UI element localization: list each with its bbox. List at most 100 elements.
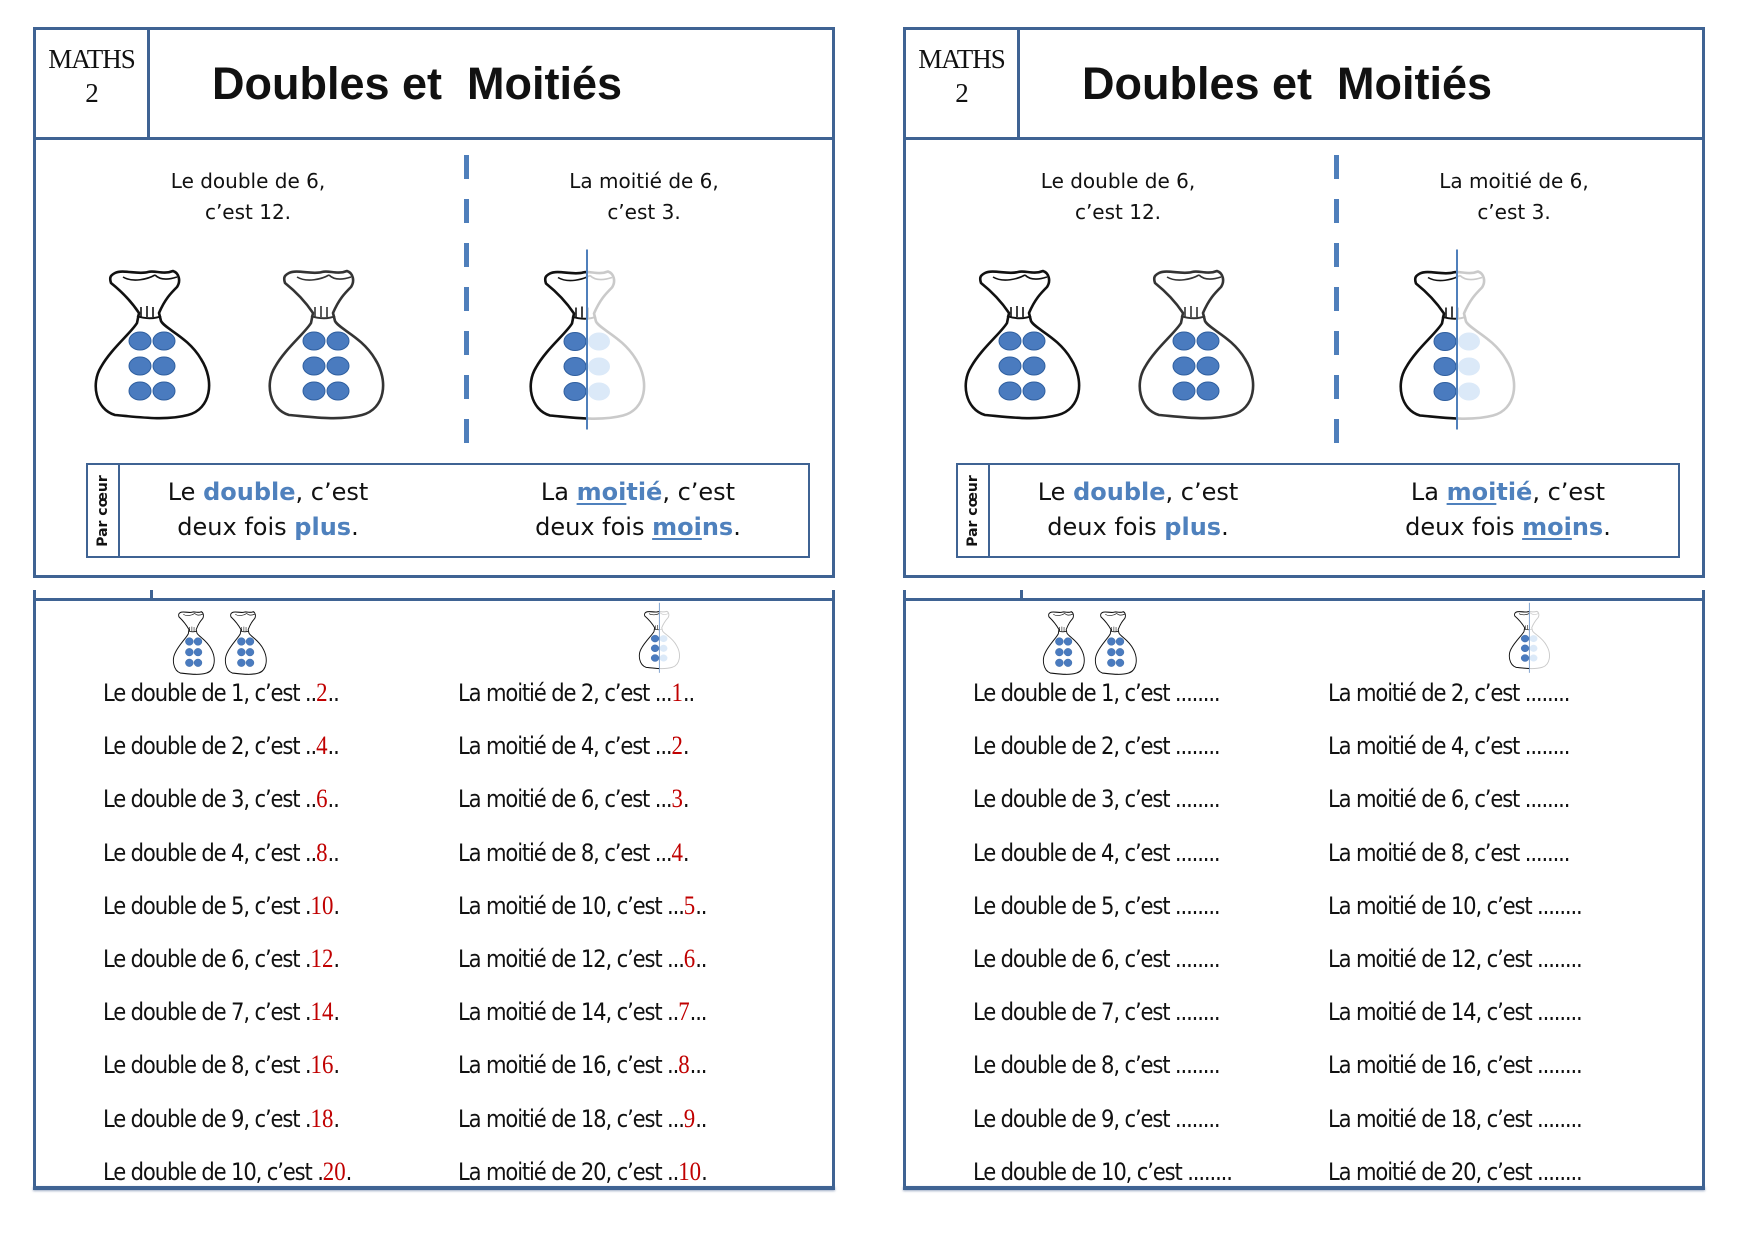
question-text: Le double de 5, c’est . (103, 891, 312, 920)
half-example-line2: c’est 3. (1477, 200, 1551, 224)
lesson-panel: MATHS 2 Doubles et Moitiés Le double de … (33, 27, 835, 578)
question-text: La moitié de 8, c’est ........ (1328, 838, 1570, 867)
answer-field[interactable]: 5 (683, 890, 696, 920)
rule-keyword: plus (294, 513, 352, 541)
answer-dots: . (333, 998, 340, 1027)
panel-border (33, 598, 835, 601)
half-question: La moitié de 14, c’est ..7... (458, 995, 708, 1029)
double-question: Le double de 1, c’est ........ (973, 676, 1221, 710)
rule-keyword: double (1073, 478, 1166, 506)
double-question: Le double de 2, c’est ........ (973, 729, 1221, 763)
subject-tag: MATHS 2 (36, 30, 150, 137)
half-question: La moitié de 6, c’est ........ (1328, 782, 1570, 816)
answer-field[interactable]: 4 (316, 731, 328, 761)
rule-keyword: moi (1522, 513, 1572, 541)
answer-field[interactable]: 18 (310, 1103, 334, 1133)
answer-dots: .. (695, 945, 707, 973)
question-text: La moitié de 20, c’est ........ (1328, 1157, 1583, 1186)
half-question: La moitié de 8, c’est ...4. (458, 836, 690, 870)
answer-dots: .. (682, 679, 695, 707)
half-question: La moitié de 16, c’est ..8... (458, 1048, 708, 1082)
answer-field[interactable]: 12 (310, 944, 334, 973)
question-text: La moitié de 16, c’est .. (458, 1051, 679, 1080)
double-question: Le double de 2, c’est ..4.. (103, 729, 340, 763)
double-question: Le double de 3, c’est ........ (973, 782, 1221, 816)
answer-field[interactable]: 8 (678, 1050, 690, 1080)
half-money-bag-icon (524, 245, 654, 435)
answer-dots: . (682, 732, 690, 761)
answer-field[interactable]: 8 (316, 837, 328, 867)
answer-field[interactable]: 16 (310, 1050, 334, 1080)
rule-keyword: tié (626, 478, 663, 506)
question-text: La moitié de 6, c’est ........ (1328, 785, 1570, 814)
double-question: Le double de 3, c’est ..6.. (103, 782, 340, 816)
half-question: La moitié de 2, c’est ........ (1328, 676, 1570, 710)
half-question: La moitié de 20, c’est ........ (1328, 1155, 1583, 1189)
double-question: Le double de 5, c’est .10. (103, 889, 340, 923)
page-title: Doubles et Moitiés (212, 58, 623, 109)
exercise-row: Le double de 10, c’est .20.La moitié de … (33, 1155, 835, 1208)
question-text: Le double de 2, c’est ........ (973, 732, 1221, 761)
panel-tick (150, 590, 153, 598)
answer-field[interactable]: 6 (683, 944, 696, 973)
answer-field[interactable]: 10 (678, 1156, 702, 1186)
double-example-text: Le double de 6, c’est 12. (968, 166, 1268, 228)
rule-keyword: moi (576, 478, 627, 506)
half-question: La moitié de 6, c’est ...3. (458, 782, 690, 816)
half-example-line1: La moitié de 6, (1439, 169, 1589, 193)
memorize-label-text: Par cœur (95, 474, 111, 547)
question-text: Le double de 4, c’est .. (103, 838, 317, 867)
double-rule: Le double, c’est deux fois plus. (1008, 475, 1268, 545)
answer-field[interactable]: 9 (683, 1103, 696, 1133)
question-text: Le double de 10, c’est ........ (973, 1157, 1233, 1186)
panel-border (903, 1186, 1705, 1190)
question-text: La moitié de 6, c’est ... (458, 785, 673, 814)
question-text: Le double de 5, c’est ........ (973, 891, 1221, 920)
memorize-label-text: Par cœur (965, 474, 981, 547)
rule-text: deux fois (1047, 513, 1165, 541)
card-header: MATHS 2 Doubles et Moitiés (906, 30, 1702, 140)
double-rule: Le double, c’est deux fois plus. (138, 475, 398, 545)
answer-field[interactable]: 3 (671, 784, 683, 814)
double-question: Le double de 4, c’est ........ (973, 836, 1221, 870)
answer-field[interactable]: 14 (310, 997, 334, 1027)
money-bag-icon (964, 269, 1081, 420)
answer-field[interactable]: 2 (316, 678, 328, 707)
rule-text: . (733, 513, 741, 541)
money-bag-icon (268, 269, 385, 420)
rule-text: , c’est (1532, 478, 1606, 506)
answer-dots: .. (695, 891, 707, 920)
answer-field[interactable]: 1 (671, 678, 683, 707)
question-text: Le double de 2, c’est .. (103, 732, 317, 761)
rule-keyword: ns (701, 513, 734, 541)
double-example-text: Le double de 6, c’est 12. (98, 166, 398, 228)
small-half-money-bag-icon (637, 602, 683, 674)
exercise-row: Le double de 4, c’est ........ La moitié … (903, 836, 1705, 889)
half-question: La moitié de 4, c’est ...2. (458, 729, 690, 763)
exercise-row: Le double de 10, c’est ........ La moitié… (903, 1155, 1705, 1208)
answer-field[interactable]: 20 (322, 1156, 346, 1186)
double-question: Le double de 6, c’est ........ (973, 942, 1221, 976)
answer-field[interactable]: 10 (310, 890, 334, 920)
double-question: Le double de 9, c’est ........ (973, 1102, 1221, 1136)
answer-field[interactable]: 7 (678, 997, 690, 1027)
panel-border (832, 590, 835, 1190)
exercise-row: Le double de 7, c’est .14.La moitié de 1… (33, 995, 835, 1048)
answer-field[interactable]: 6 (316, 784, 328, 814)
double-question: Le double de 8, c’est ........ (973, 1048, 1221, 1082)
rule-text: . (1221, 513, 1229, 541)
half-question: La moitié de 20, c’est ..10. (458, 1155, 708, 1189)
question-text: Le double de 3, c’est ........ (973, 785, 1221, 814)
question-text: Le double de 7, c’est ........ (973, 998, 1221, 1027)
answer-field[interactable]: 4 (671, 837, 683, 867)
answer-field[interactable]: 2 (671, 731, 683, 761)
answer-dots: .. (327, 838, 340, 867)
answer-dots: .. (327, 785, 340, 814)
question-text: Le double de 6, c’est . (103, 945, 312, 973)
exercise-row: Le double de 3, c’est ........ La moitié … (903, 782, 1705, 835)
half-rule: La moitié, c’est deux fois moins. (1358, 475, 1658, 545)
rule-text: , c’est (1165, 478, 1239, 506)
double-example-line1: Le double de 6, (170, 169, 326, 193)
question-text: Le double de 3, c’est .. (103, 785, 317, 814)
exercise-row: Le double de 6, c’est ........La moitié … (903, 942, 1705, 995)
